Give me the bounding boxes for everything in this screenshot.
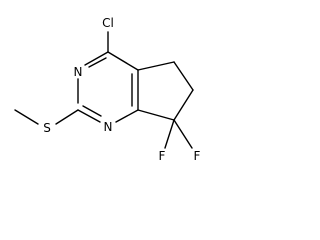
bond-c6-c7 <box>173 89 194 121</box>
bond-c2-n1 <box>77 109 101 123</box>
bond-c4-n3 <box>84 51 109 66</box>
bond-c7-c7a <box>137 109 175 121</box>
bond-n1-c7a <box>115 109 139 123</box>
bond-c7-f-right <box>173 119 193 149</box>
atom-label-nitrogen-lower: N <box>104 120 113 134</box>
bond-c2-n1-inner <box>82 105 102 117</box>
bond-c4-n3-inner <box>88 57 107 68</box>
bond-c4a-c5 <box>137 61 175 71</box>
atom-label-nitrogen-upper: N <box>74 65 83 79</box>
atom-label-fluorine-left: F <box>159 149 166 163</box>
bond-s-ch3 <box>14 109 39 125</box>
atom-label-chlorine: Cl <box>102 16 114 30</box>
molecule-diagram: Cl N N S F F <box>14 16 201 163</box>
bond-c7-f-left <box>164 119 175 149</box>
bond-c4a-c4 <box>107 51 139 71</box>
atom-label-fluorine-right: F <box>194 149 201 163</box>
bond-c2-s <box>55 109 79 125</box>
bond-c5-c6 <box>173 61 194 91</box>
atom-label-sulfur: S <box>43 121 51 135</box>
